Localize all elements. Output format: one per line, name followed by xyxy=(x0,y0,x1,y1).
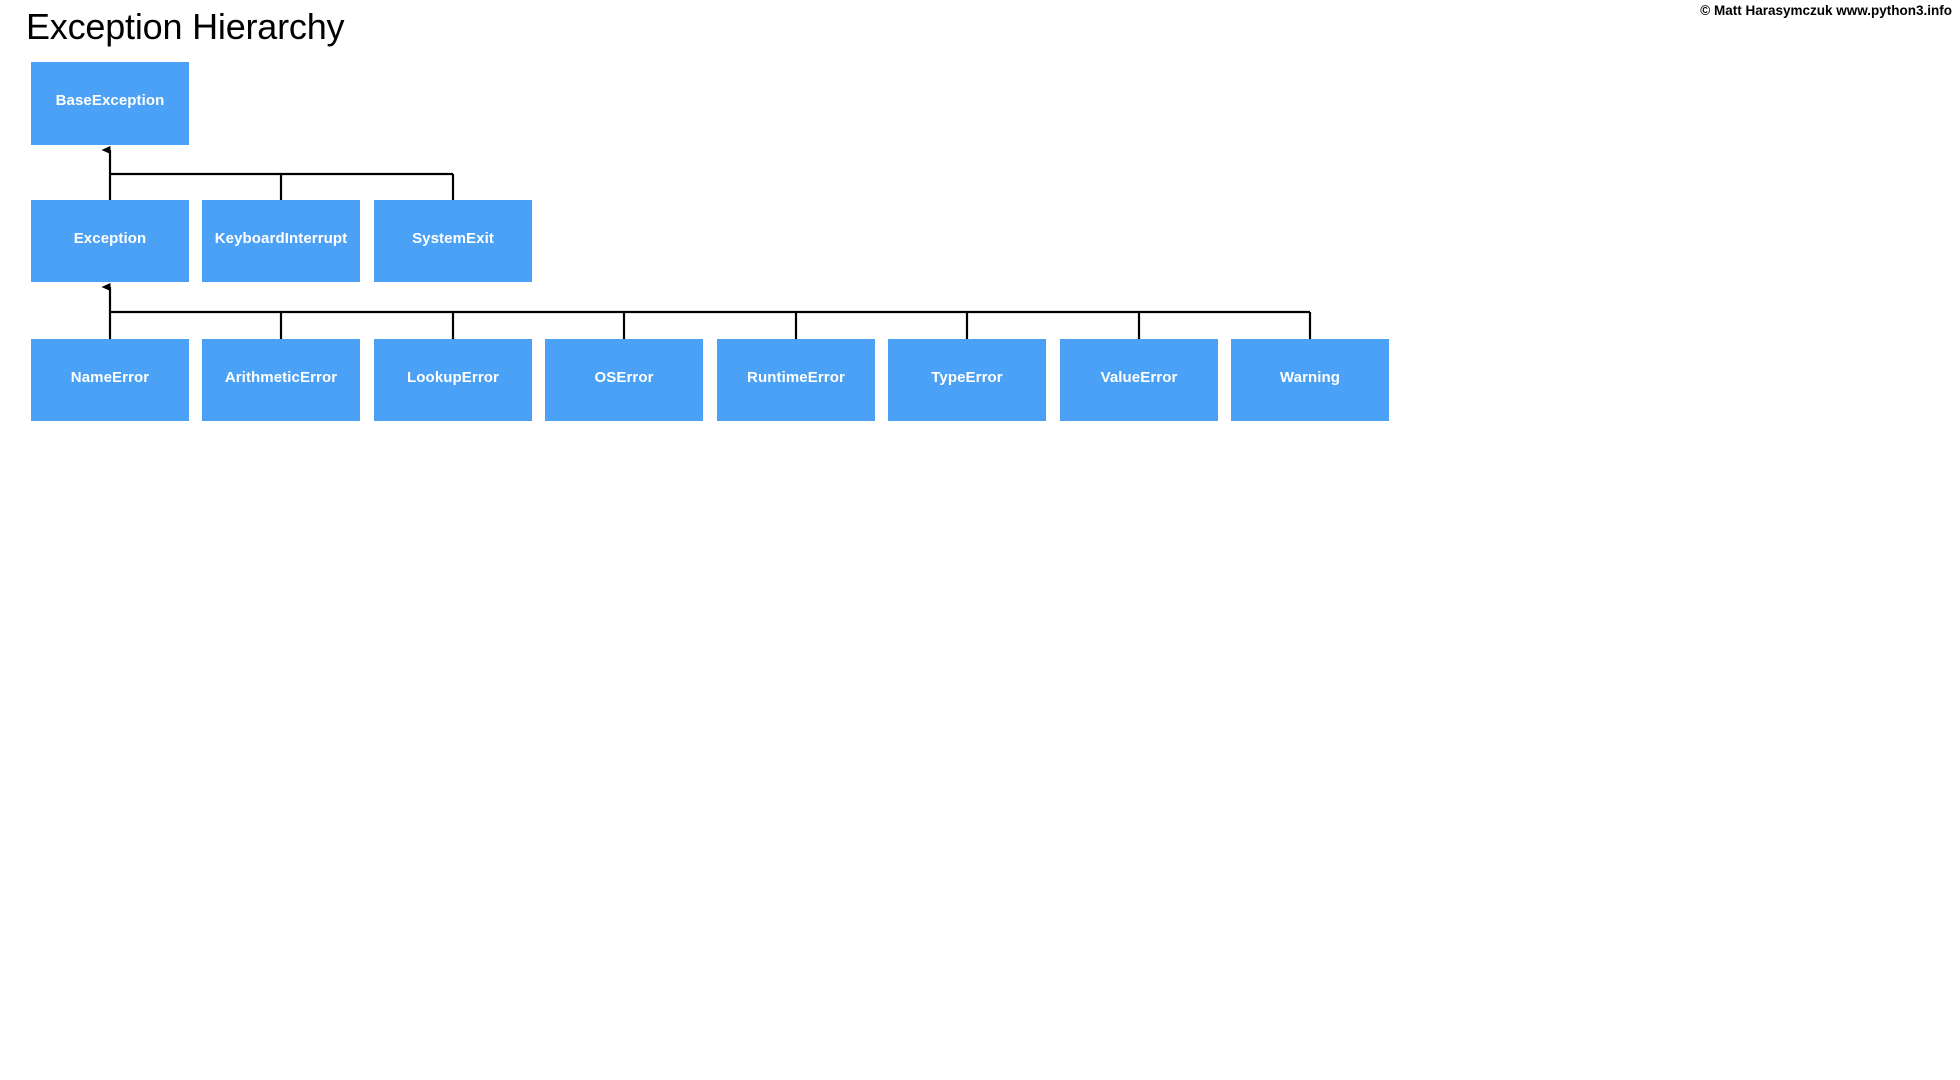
node-label: Exception xyxy=(73,230,147,247)
node-label: OSError xyxy=(594,369,654,386)
node-box-warning[interactable]: Warning xyxy=(1231,339,1389,421)
node-box-name-error[interactable]: NameError xyxy=(31,339,189,421)
node-label: TypeError xyxy=(931,369,1003,386)
node-box-base-exception[interactable]: BaseException xyxy=(31,62,189,145)
node-label: Warning xyxy=(1279,369,1341,386)
edge-group xyxy=(101,146,1312,343)
node-label: LookupError xyxy=(407,369,499,386)
node-box-system-exit[interactable]: SystemExit xyxy=(374,200,532,282)
node-label: RuntimeError xyxy=(747,369,845,386)
node-box-lookup-error[interactable]: LookupError xyxy=(374,339,532,421)
node-box-runtime-error[interactable]: RuntimeError xyxy=(717,339,875,421)
node-box-arithmetic-error[interactable]: ArithmeticError xyxy=(202,339,360,421)
node-box-value-error[interactable]: ValueError xyxy=(1060,339,1218,421)
node-label: ArithmeticError xyxy=(224,369,338,386)
node-label: ValueError xyxy=(1100,369,1178,386)
node-label: SystemExit xyxy=(412,230,494,247)
node-box-oserror[interactable]: OSError xyxy=(545,339,703,421)
node-label: NameError xyxy=(70,369,150,386)
node-box-keyboard-interrupt[interactable]: KeyboardInterrupt xyxy=(202,200,360,282)
node-box-exception[interactable]: Exception xyxy=(31,200,189,282)
node-label: BaseException xyxy=(55,92,165,109)
node-box-type-error[interactable]: TypeError xyxy=(888,339,1046,421)
page-title: Exception Hierarchy xyxy=(26,6,345,47)
node-label: KeyboardInterrupt xyxy=(214,230,348,247)
credit-text: © Matt Harasymczuk www.python3.info xyxy=(1700,3,1952,18)
